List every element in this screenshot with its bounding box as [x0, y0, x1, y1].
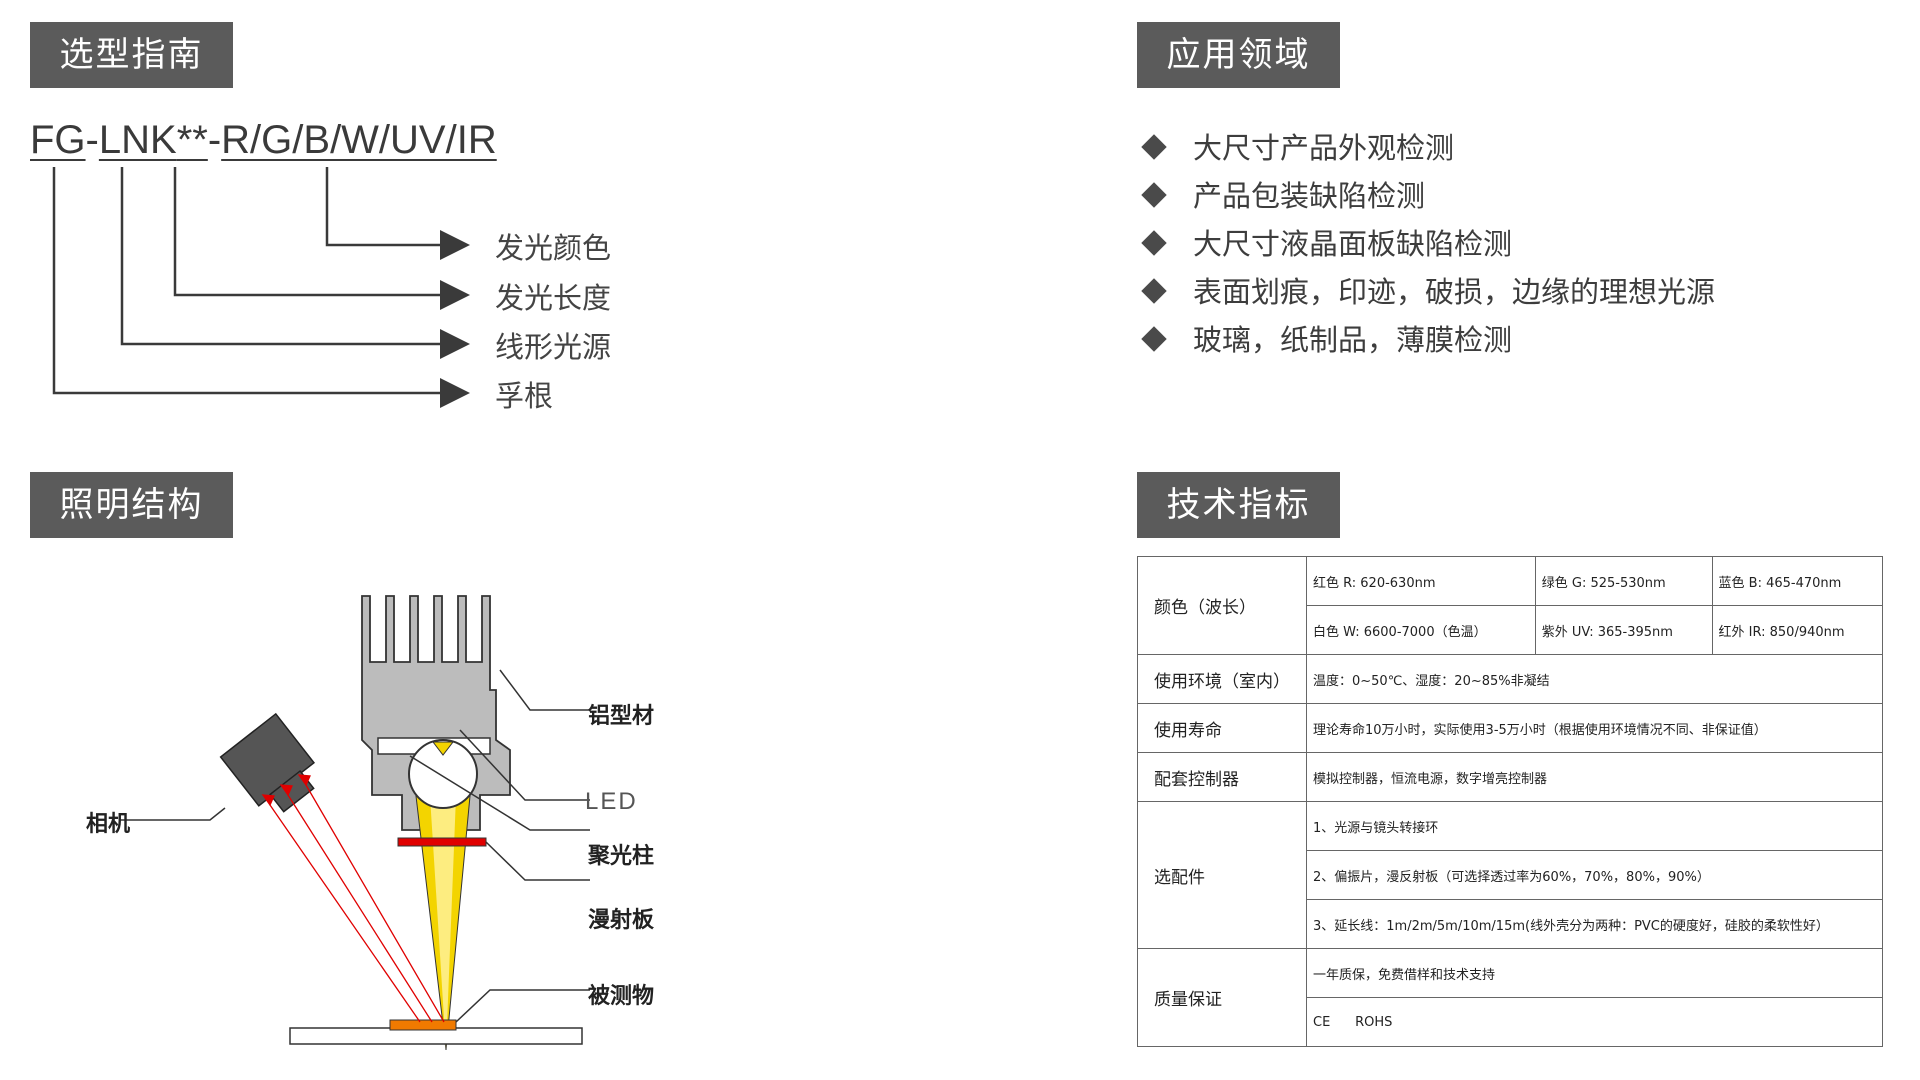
connector-color [325, 167, 470, 260]
model-code-part: ** [176, 118, 208, 162]
guide-label-length: 发光长度 [495, 281, 612, 315]
diffuser-plate [397, 837, 487, 847]
spec-cell: 3、延长线：1m/2m/5m/10m/15m(线外壳分为两种：PVC的硬度好，硅… [1306, 899, 1883, 949]
label-object: 被测物 [588, 984, 655, 1009]
spec-cell: 白色 W: 6600-7000（色温） [1306, 605, 1536, 655]
spec-head-life: 使用寿命 [1137, 703, 1307, 753]
model-code-part: LNK [98, 118, 177, 162]
connector-root [52, 167, 470, 408]
lighting-structure-diagram [120, 595, 590, 1051]
spec-cell: 温度：0~50℃、湿度：20~85%非凝结 [1306, 654, 1883, 704]
spec-cell: 绿色 G: 525-530nm [1534, 556, 1713, 606]
application-text: 大尺寸产品外观检测 [1193, 131, 1455, 165]
model-code-part: - [207, 118, 222, 162]
application-item: 玻璃，纸制品，薄膜检测 [1137, 316, 1715, 364]
model-code: FG-LNK**-R/G/B/W/UV/IR [30, 118, 497, 163]
label-condenser: 聚光柱 [588, 844, 655, 869]
spec-cell: 红外 IR: 850/940nm [1711, 605, 1884, 655]
camera-icon [219, 712, 316, 813]
section-header-application: 应用领域 [1137, 22, 1340, 88]
diamond-bullet-icon [1141, 182, 1167, 208]
spec-cell: 1、光源与镜头转接环 [1306, 801, 1883, 851]
label-camera: 相机 [86, 812, 131, 837]
spec-head-color: 颜色（波长） [1137, 556, 1307, 655]
spec-cell: 紫外 UV: 365-395nm [1534, 605, 1713, 655]
model-code-connectors [52, 167, 470, 408]
connector-shape [120, 167, 470, 359]
spec-cell: 一年质保，免费借样和技术支持 [1306, 948, 1883, 998]
model-code-part: R/G/B/W/UV/IR [221, 118, 497, 162]
spec-cell: 2、偏振片，漫反射板（可选择透过率为60%，70%，80%，90%） [1306, 850, 1883, 900]
spec-cell: 蓝色 B: 465-470nm [1711, 556, 1884, 606]
label-led: LED [585, 788, 638, 815]
model-code-part: - [85, 118, 99, 162]
object-under-test [389, 1019, 457, 1031]
application-item: 大尺寸液晶面板缺陷检测 [1137, 220, 1715, 268]
spec-cell: 红色 R: 620-630nm [1306, 556, 1536, 606]
section-header-lighting-structure: 照明结构 [30, 472, 233, 538]
spec-cell: CE ROHS [1306, 997, 1883, 1047]
application-list: 大尺寸产品外观检测 产品包装缺陷检测 大尺寸液晶面板缺陷检测 表面划痕，印迹，破… [1137, 124, 1715, 364]
application-item: 产品包装缺陷检测 [1137, 172, 1715, 220]
diamond-bullet-icon [1141, 278, 1167, 304]
diamond-bullet-icon [1141, 230, 1167, 256]
application-item: 大尺寸产品外观检测 [1137, 124, 1715, 172]
application-item: 表面划痕，印迹，破损，边缘的理想光源 [1137, 268, 1715, 316]
application-text: 大尺寸液晶面板缺陷检测 [1193, 227, 1513, 261]
spec-head-controller: 配套控制器 [1137, 752, 1307, 802]
model-code-part: FG [30, 118, 86, 162]
section-header-selection-guide: 选型指南 [30, 22, 233, 88]
label-diffuser: 漫射板 [588, 908, 655, 933]
spec-cell: 理论寿命10万小时，实际使用3-5万小时（根据使用环境情况不同、非保证值） [1306, 703, 1883, 753]
label-aluminum: 铝型材 [588, 704, 655, 729]
section-header-tech-specs: 技术指标 [1137, 472, 1340, 538]
diamond-bullet-icon [1141, 326, 1167, 352]
application-text: 产品包装缺陷检测 [1193, 179, 1426, 213]
diamond-bullet-icon [1141, 134, 1167, 160]
guide-label-shape: 线形光源 [495, 330, 612, 364]
guide-label-root: 孚根 [495, 379, 554, 413]
condenser-rod [408, 739, 478, 809]
connector-length [173, 167, 470, 310]
spec-head-environment: 使用环境（室内） [1137, 654, 1307, 704]
application-text: 玻璃，纸制品，薄膜检测 [1193, 323, 1513, 357]
spec-head-accessories: 选配件 [1137, 801, 1307, 949]
spec-head-warranty: 质量保证 [1137, 948, 1307, 1047]
application-text: 表面划痕，印迹，破损，边缘的理想光源 [1193, 275, 1716, 309]
guide-label-color: 发光颜色 [495, 231, 612, 265]
specs-table: 颜色（波长） 红色 R: 620-630nm 绿色 G: 525-530nm 蓝… [1137, 556, 1884, 1047]
spec-cell: 模拟控制器，恒流电源，数字增亮控制器 [1306, 752, 1883, 802]
